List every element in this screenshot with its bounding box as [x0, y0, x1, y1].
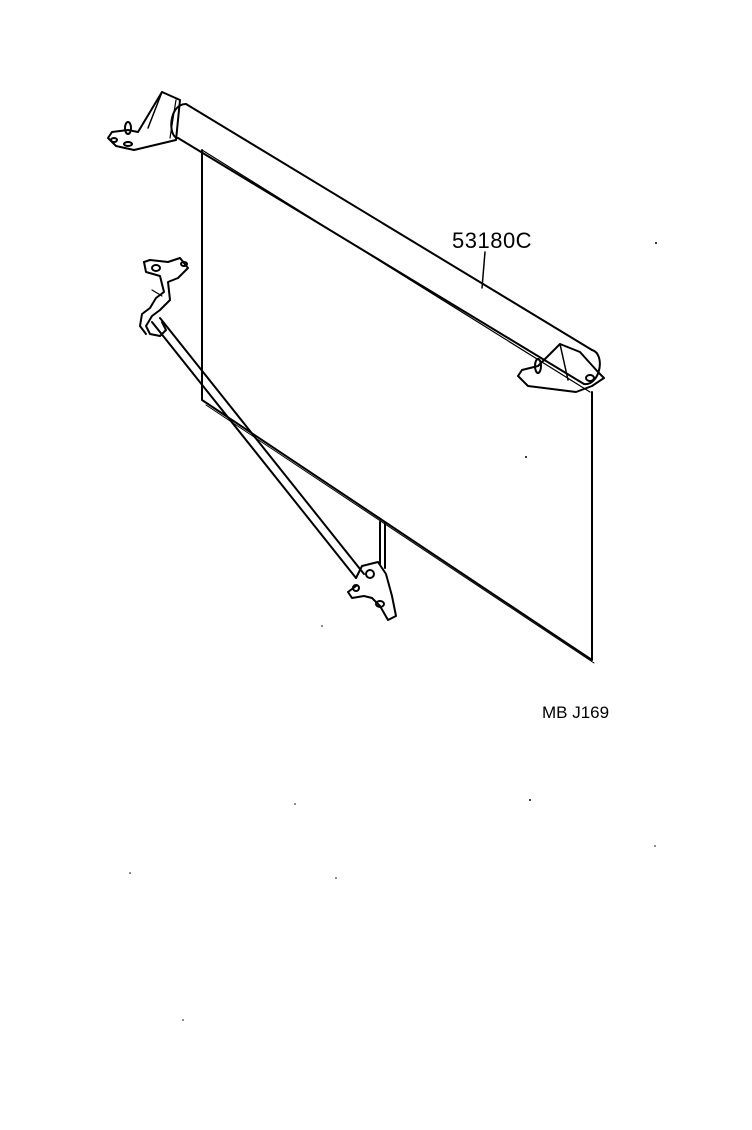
left-roller-bracket — [108, 92, 180, 150]
part-number-label: 53180C — [452, 228, 533, 253]
shade-panel — [202, 150, 594, 663]
reference-code: MB J169 — [542, 703, 610, 722]
leader-line — [482, 252, 485, 288]
left-hook-bracket — [140, 258, 188, 336]
right-roller-bracket — [518, 344, 604, 392]
roller-tube — [171, 104, 600, 384]
scan-specks — [129, 242, 657, 1021]
support-rod — [152, 318, 364, 578]
lower-bracket — [348, 522, 396, 620]
